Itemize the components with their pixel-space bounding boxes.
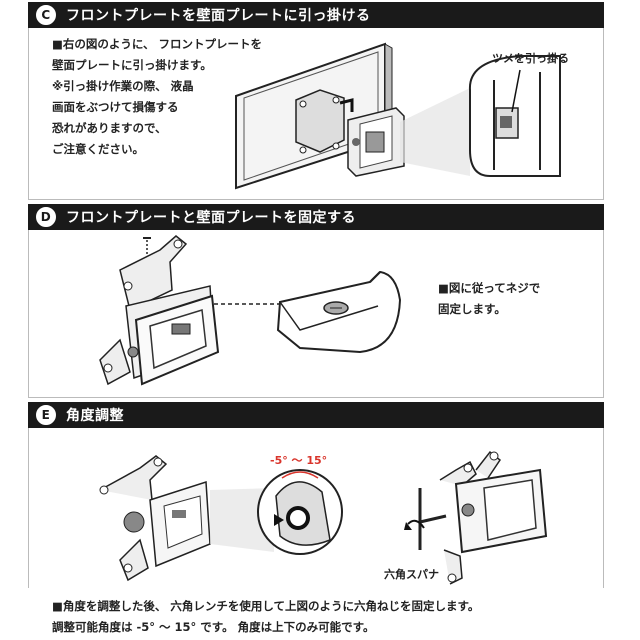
section-c-instructions: ■右の図のように、 フロントプレートを 壁面プレートに引っ掛けます。 ※引っ掛け… bbox=[52, 34, 262, 160]
section-c-zoom-illustration bbox=[468, 55, 561, 177]
monitor-back-illustration bbox=[235, 42, 405, 190]
bracket-with-wrench-illustration bbox=[404, 450, 548, 585]
section-c-badge: C bbox=[36, 5, 56, 25]
section-e-title: 角度調整 bbox=[66, 408, 124, 424]
section-d-frame bbox=[28, 230, 604, 398]
section-e-zoom-illustration bbox=[257, 469, 343, 555]
section-c-line: 画面をぶつけて損傷する bbox=[52, 100, 179, 114]
bracket-side-illustration bbox=[99, 455, 211, 582]
claw-callout-label: ツメを引っ掛る bbox=[492, 52, 569, 65]
section-c-line: ※引っ掛け作業の際、 液晶 bbox=[52, 79, 194, 93]
section-d-zoom-illustration bbox=[276, 270, 402, 354]
section-d-line: 固定します。 bbox=[438, 302, 506, 316]
section-e-line: 調整可能角度は -5° 〜 15° です。 角度は上下のみ可能です。 bbox=[52, 620, 375, 634]
section-c-line: ご注意ください。 bbox=[52, 142, 144, 156]
section-c-line: ■右の図のように、 フロントプレートを bbox=[52, 37, 263, 51]
section-c-line: 壁面プレートに引っ掛けます。 bbox=[52, 58, 212, 72]
section-e-badge: E bbox=[36, 405, 56, 425]
section-d-instructions: ■図に従ってネジで 固定します。 bbox=[438, 278, 540, 320]
section-c-line: 恐れがありますので、 bbox=[52, 121, 167, 135]
section-c-title: フロントプレートを壁面プレートに引っ掛ける bbox=[66, 8, 371, 24]
section-c-frame bbox=[28, 28, 604, 200]
section-d-line: ■図に従ってネジで bbox=[438, 281, 541, 295]
section-e-line: ■角度を調整した後、 六角レンチを使用して上図のように六角ねじを固定します。 bbox=[52, 599, 480, 613]
section-e-instructions: ■角度を調整した後、 六角レンチを使用して上図のように六角ねじを固定します。 調… bbox=[52, 596, 479, 638]
section-c-header: C フロントプレートを壁面プレートに引っ掛ける bbox=[28, 2, 604, 28]
section-d-badge: D bbox=[36, 207, 56, 227]
section-e-header: E 角度調整 bbox=[28, 402, 604, 428]
section-e-frame bbox=[28, 428, 604, 588]
angle-range-label: -5° 〜 15° bbox=[270, 454, 328, 467]
bracket-assembly-illustration bbox=[99, 235, 220, 386]
section-d-header: D フロントプレートと壁面プレートを固定する bbox=[28, 204, 604, 230]
hex-wrench-label: 六角スパナ bbox=[384, 568, 439, 581]
section-d-title: フロントプレートと壁面プレートを固定する bbox=[66, 210, 356, 226]
